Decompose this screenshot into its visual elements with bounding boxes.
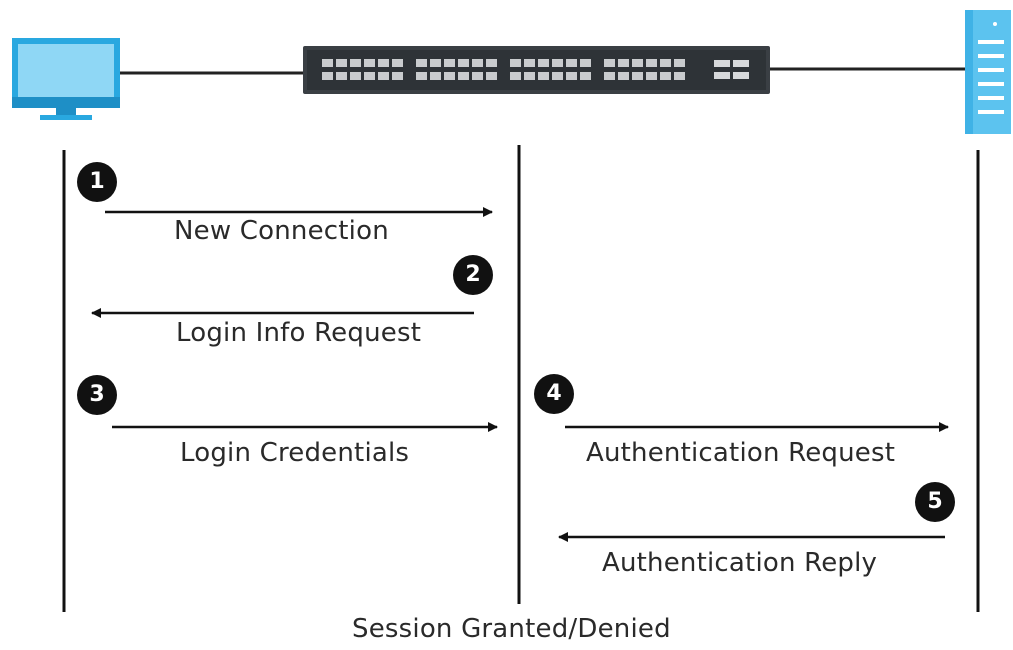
server-bay bbox=[978, 82, 1004, 86]
switch-port bbox=[646, 59, 657, 67]
server-bay bbox=[978, 40, 1004, 44]
switch-port bbox=[538, 59, 549, 67]
server-bay bbox=[978, 68, 1004, 72]
switch-port bbox=[378, 59, 389, 67]
switch-port bbox=[618, 59, 629, 67]
switch-port bbox=[674, 72, 685, 80]
switch-port bbox=[458, 59, 469, 67]
switch-port bbox=[416, 59, 427, 67]
step-label-2: Login Info Request bbox=[176, 318, 422, 348]
switch-port bbox=[604, 72, 615, 80]
switch-port bbox=[566, 59, 577, 67]
switch-port bbox=[378, 72, 389, 80]
server-bays bbox=[978, 40, 1004, 114]
computer-monitor-icon bbox=[12, 38, 120, 120]
switch-port bbox=[618, 72, 629, 80]
switch-port bbox=[430, 59, 441, 67]
switch-port bbox=[486, 72, 497, 80]
switch-port bbox=[336, 72, 347, 80]
switch-ports bbox=[322, 59, 685, 80]
switch-port bbox=[444, 72, 455, 80]
network-switch-icon bbox=[303, 46, 770, 94]
step-label-3: Login Credentials bbox=[180, 438, 410, 468]
switch-port bbox=[552, 59, 563, 67]
switch-port bbox=[646, 72, 657, 80]
switch-port bbox=[392, 72, 403, 80]
switch-port bbox=[632, 59, 643, 67]
switch-port bbox=[674, 59, 685, 67]
step-label-1: New Connection bbox=[174, 216, 389, 246]
switch-port bbox=[510, 59, 521, 67]
switch-port bbox=[580, 59, 591, 67]
switch-port bbox=[364, 59, 375, 67]
switch-port bbox=[322, 59, 333, 67]
switch-port bbox=[350, 72, 361, 80]
switch-port bbox=[472, 59, 483, 67]
switch-port bbox=[552, 72, 563, 80]
switch-port bbox=[524, 72, 535, 80]
switch-port bbox=[660, 59, 671, 67]
switch-port bbox=[364, 72, 375, 80]
switch-port bbox=[472, 72, 483, 80]
switch-uplink-ports bbox=[714, 60, 749, 79]
server-bay bbox=[978, 96, 1004, 100]
switch-port bbox=[524, 59, 535, 67]
switch-port bbox=[566, 72, 577, 80]
switch-port bbox=[632, 72, 643, 80]
switch-port bbox=[604, 59, 615, 67]
switch-port bbox=[538, 72, 549, 80]
step-label-5: Authentication Reply bbox=[602, 548, 878, 578]
step-badge-5: 5 bbox=[915, 482, 955, 522]
switch-port bbox=[392, 59, 403, 67]
switch-port bbox=[430, 72, 441, 80]
server-icon bbox=[965, 10, 1011, 134]
switch-port bbox=[510, 72, 521, 80]
switch-port bbox=[336, 59, 347, 67]
step-badge-2: 2 bbox=[453, 255, 493, 295]
switch-port bbox=[486, 59, 497, 67]
step-badge-3: 3 bbox=[77, 375, 117, 415]
result-label: Session Granted/Denied bbox=[352, 614, 671, 644]
switch-port bbox=[416, 72, 427, 80]
switch-port bbox=[580, 72, 591, 80]
switch-port bbox=[660, 72, 671, 80]
step-badge-1: 1 bbox=[77, 162, 117, 202]
step-badge-4: 4 bbox=[534, 374, 574, 414]
server-bay bbox=[978, 110, 1004, 114]
switch-port bbox=[444, 59, 455, 67]
switch-port bbox=[458, 72, 469, 80]
step-label-4: Authentication Request bbox=[586, 438, 896, 468]
server-bay bbox=[978, 54, 1004, 58]
switch-port bbox=[322, 72, 333, 80]
switch-port bbox=[350, 59, 361, 67]
